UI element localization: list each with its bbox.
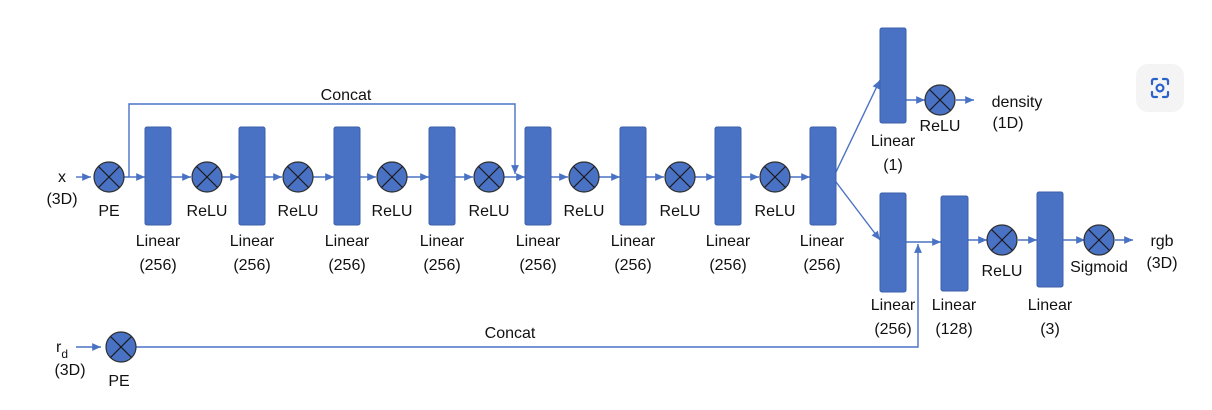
trunk-linear-block-5 <box>524 126 552 226</box>
density-relu-node <box>924 84 956 116</box>
relu-node-4 <box>473 161 505 193</box>
trunk-linear-size-6: (256) <box>614 257 651 274</box>
color-relu-node <box>986 224 1018 256</box>
input-x-dim: (3D) <box>46 191 77 208</box>
relu-node-2 <box>282 161 314 193</box>
color-linear-size-2: (128) <box>935 321 972 338</box>
relu-node-1 <box>191 161 223 193</box>
concat-label-bottom: Concat <box>485 325 536 342</box>
trunk-linear-size-8: (256) <box>803 257 840 274</box>
rgb-output-label: rgb <box>1150 233 1173 250</box>
color-linear-label-2: Linear <box>932 297 977 314</box>
trunk-linear-size-5: (256) <box>519 257 556 274</box>
input-x-label: x <box>58 169 66 186</box>
trunk-linear-size-1: (256) <box>139 257 176 274</box>
trunk-linear-label-7: Linear <box>706 233 751 250</box>
relu-label-4: ReLU <box>469 203 510 220</box>
relu-label-2: ReLU <box>278 203 319 220</box>
color-relu-label: ReLU <box>982 263 1023 280</box>
density-output-dim: (1D) <box>992 115 1023 132</box>
trunk-linear-label-4: Linear <box>420 233 465 250</box>
relu-node-6 <box>664 161 696 193</box>
text-labels: x (3D) PE rd (3D) PE Concat Concat ReLU … <box>46 87 1177 390</box>
edge-trunk-to-color <box>835 181 881 241</box>
relu-label-5: ReLU <box>564 203 605 220</box>
density-linear-size: (1) <box>883 157 903 174</box>
trunk-linear-label-2: Linear <box>230 233 275 250</box>
relu-node-3 <box>376 161 408 193</box>
density-linear-label: Linear <box>871 133 916 150</box>
skip-concat-top <box>128 103 519 177</box>
relu-label-3: ReLU <box>372 203 413 220</box>
trunk-linear-block-8 <box>809 126 837 226</box>
trunk-linear-size-4: (256) <box>423 257 460 274</box>
trunk-linear-size-2: (256) <box>233 257 270 274</box>
trunk-linear-size-7: (256) <box>709 257 746 274</box>
layer-nodes <box>93 27 1115 363</box>
trunk-linear-block-3 <box>333 126 361 226</box>
sigmoid-label: Sigmoid <box>1070 259 1128 276</box>
relu-node-5 <box>568 161 600 193</box>
relu-label-1: ReLU <box>187 203 228 220</box>
scan-lens-button[interactable] <box>1136 64 1184 112</box>
pe-node-x <box>93 161 125 193</box>
skip-concat-bottom <box>136 244 922 348</box>
relu-label-7: ReLU <box>755 203 796 220</box>
color-linear-block-2 <box>940 195 969 292</box>
trunk-linear-label-8: Linear <box>800 233 845 250</box>
relu-node-7 <box>759 161 791 193</box>
color-linear-block-3 <box>1036 191 1064 288</box>
trunk-linear-block-4 <box>428 126 456 226</box>
input-rd-label: rd <box>56 339 68 361</box>
trunk-linear-label-3: Linear <box>325 233 370 250</box>
rgb-output-dim: (3D) <box>1146 255 1177 272</box>
trunk-linear-size-3: (256) <box>328 257 365 274</box>
trunk-linear-label-5: Linear <box>516 233 561 250</box>
connection-lines <box>76 79 1133 351</box>
color-linear-size-3: (3) <box>1040 321 1060 338</box>
input-rd-dim: (3D) <box>54 362 85 379</box>
scan-lens-icon <box>1150 77 1170 99</box>
relu-label-6: ReLU <box>660 203 701 220</box>
pe-node-rd <box>105 331 137 363</box>
density-relu-label: ReLU <box>920 118 961 135</box>
trunk-linear-label-6: Linear <box>611 233 656 250</box>
trunk-linear-label-1: Linear <box>136 233 181 250</box>
color-linear-label-3: Linear <box>1028 297 1073 314</box>
density-output-label: density <box>992 94 1043 111</box>
trunk-linear-block-7 <box>714 126 742 226</box>
color-linear-label-1: Linear <box>871 297 916 314</box>
pe-label-rd: PE <box>108 373 129 390</box>
trunk-linear-block-6 <box>619 126 647 226</box>
trunk-linear-block-1 <box>144 126 172 226</box>
color-linear-size-1: (256) <box>874 321 911 338</box>
pe-label-x: PE <box>98 203 119 220</box>
color-linear-block-1 <box>879 192 907 293</box>
trunk-linear-block-2 <box>238 126 266 226</box>
sigmoid-node <box>1083 224 1115 256</box>
edge-trunk-to-density <box>835 79 881 173</box>
concat-label-top: Concat <box>321 87 372 104</box>
density-linear-block <box>879 27 907 124</box>
